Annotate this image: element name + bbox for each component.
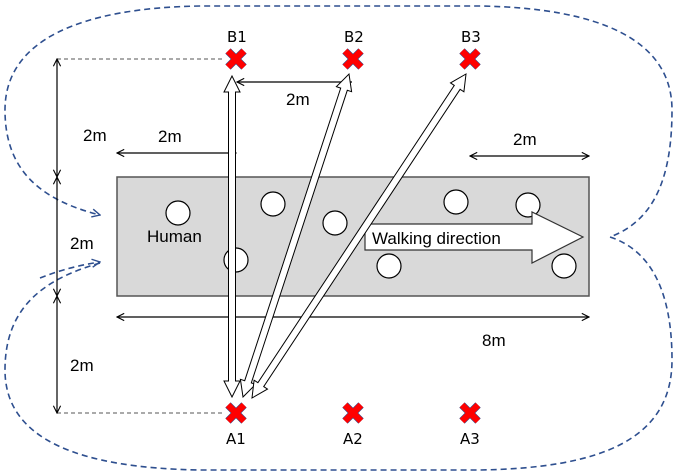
horizontal-dimensions: 2m 2m 2m 8m (117, 82, 589, 350)
dim-label-middle: 2m (70, 234, 94, 253)
human-circle (443, 189, 469, 215)
marker-fill-stroke (342, 48, 364, 70)
marker-fill-stroke (459, 402, 481, 424)
marker-x-icon-b2 (342, 48, 364, 70)
walking-direction-arrow-shape (364, 211, 585, 264)
marker-x-icon-a1 (225, 402, 247, 424)
walking-direction-label: Walking direction (372, 229, 501, 248)
loop-outer-path (4, 5, 673, 471)
human-circle (376, 253, 402, 279)
human-label: Human (147, 227, 202, 246)
marker-x-icon-a2 (342, 402, 364, 424)
marker-x-icon-a3 (459, 402, 481, 424)
walking-loop-path (4, 5, 673, 471)
marker-fill-stroke (225, 48, 247, 70)
markers-group (225, 48, 481, 424)
human-circle (515, 192, 541, 218)
marker-x-icon-b3 (459, 48, 481, 70)
node-label-a2: A2 (343, 430, 363, 448)
link-arrow-a1-b2 (239, 72, 353, 399)
walking-direction-arrow: Walking direction (364, 211, 585, 264)
node-label-b1: B1 (227, 28, 247, 46)
node-label-a1: A1 (226, 430, 246, 448)
dim-label-corridor-length: 8m (482, 331, 506, 350)
human-circle (322, 210, 348, 236)
links-group (223, 72, 467, 399)
dim-label-right-offset: 2m (513, 130, 537, 149)
dim-label-bottom: 2m (70, 356, 94, 375)
link-arrow-a1-b1 (223, 74, 241, 399)
vertical-dimensions: 2m 2m 2m (57, 59, 107, 413)
marker-fill-stroke (459, 48, 481, 70)
loop-entry-arrow (39, 262, 100, 279)
marker-fill-stroke (342, 402, 364, 424)
link-arrow-a1-b3 (251, 73, 467, 399)
marker-x-icon-b1 (225, 48, 247, 70)
marker-fill-stroke (225, 402, 247, 424)
human-circle (551, 253, 577, 279)
humans-group (165, 189, 577, 279)
human-circle (260, 191, 286, 217)
node-label-b2: B2 (344, 28, 364, 46)
dim-label-b1-b2: 2m (286, 90, 310, 109)
node-label-a3: A3 (460, 430, 480, 448)
node-label-b3: B3 (461, 28, 481, 46)
dim-label-left-offset: 2m (158, 127, 182, 146)
dim-label-top: 2m (83, 126, 107, 145)
human-circle (165, 200, 191, 226)
